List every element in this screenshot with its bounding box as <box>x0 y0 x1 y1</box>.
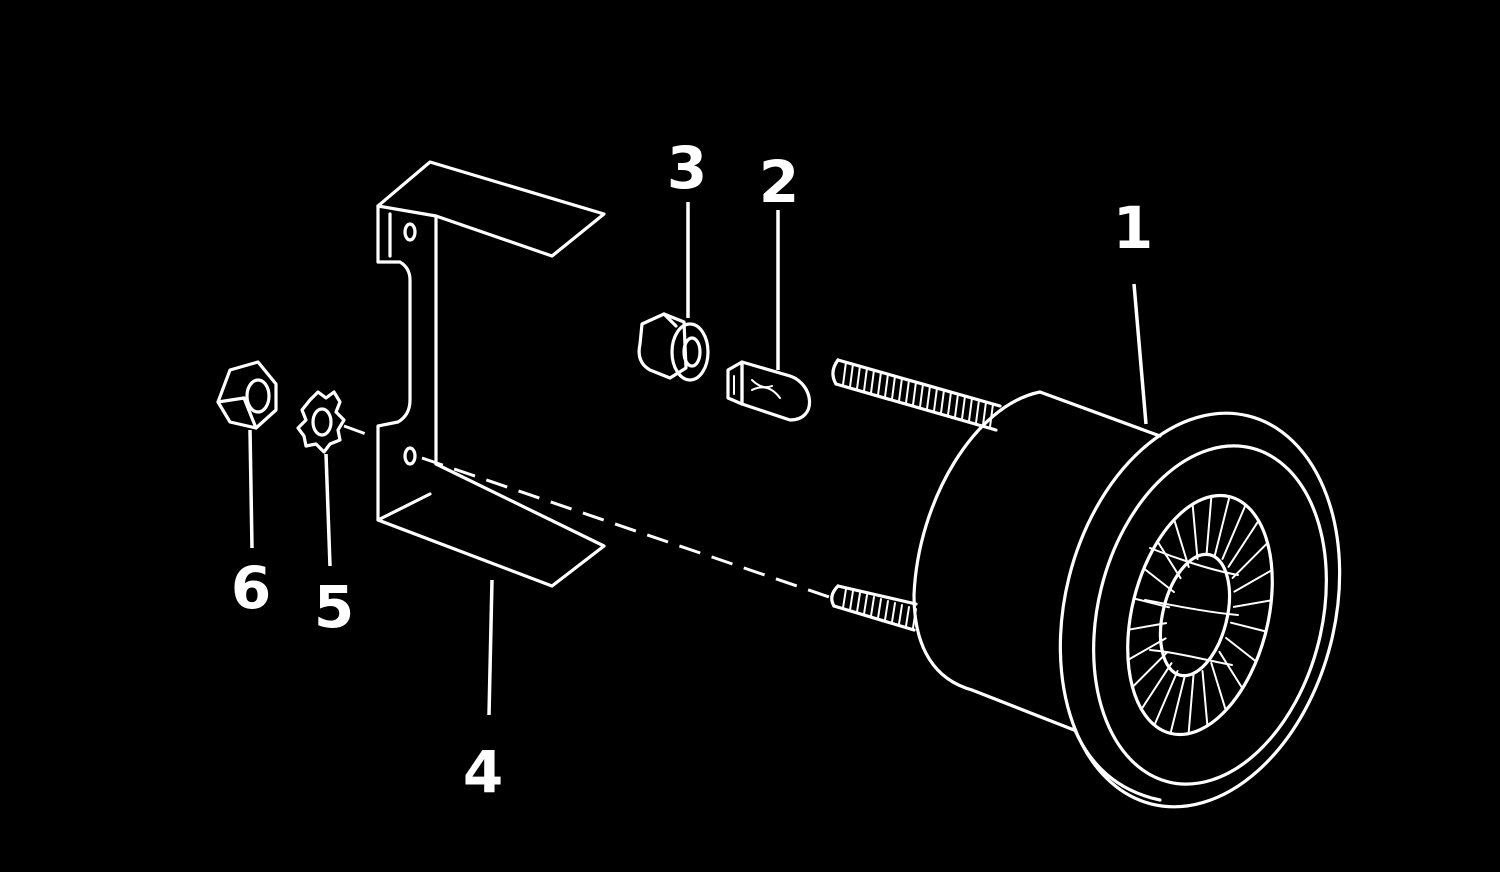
assembly-center-lines <box>343 424 833 600</box>
bulb-socket <box>637 312 710 382</box>
leader-line-6 <box>248 429 254 549</box>
leader-line-4 <box>487 579 494 716</box>
leader-line-5 <box>324 453 332 567</box>
gauge-dial-face <box>1126 493 1274 737</box>
callout-number-1: 1 <box>1113 194 1153 262</box>
leader-line-1 <box>1132 283 1148 425</box>
gauge-lower-stud <box>830 584 918 632</box>
callout-number-4: 4 <box>463 738 503 806</box>
gauge-bezel <box>1058 411 1342 809</box>
callout-number-5: 5 <box>314 573 354 641</box>
gauge-upper-stud <box>831 358 1002 432</box>
gauge-assembly <box>830 358 1342 809</box>
leader-lines <box>248 202 1148 716</box>
gauge-housing <box>912 390 1162 732</box>
lock-washer <box>296 390 346 454</box>
callout-number-3: 3 <box>667 134 707 202</box>
bulb <box>726 360 812 422</box>
callout-number-6: 6 <box>231 554 271 622</box>
callout-number-2: 2 <box>759 148 799 216</box>
hex-nut <box>216 360 278 430</box>
mounting-bracket <box>376 160 606 588</box>
callout-labels: 1 2 3 4 5 6 <box>231 134 1153 806</box>
